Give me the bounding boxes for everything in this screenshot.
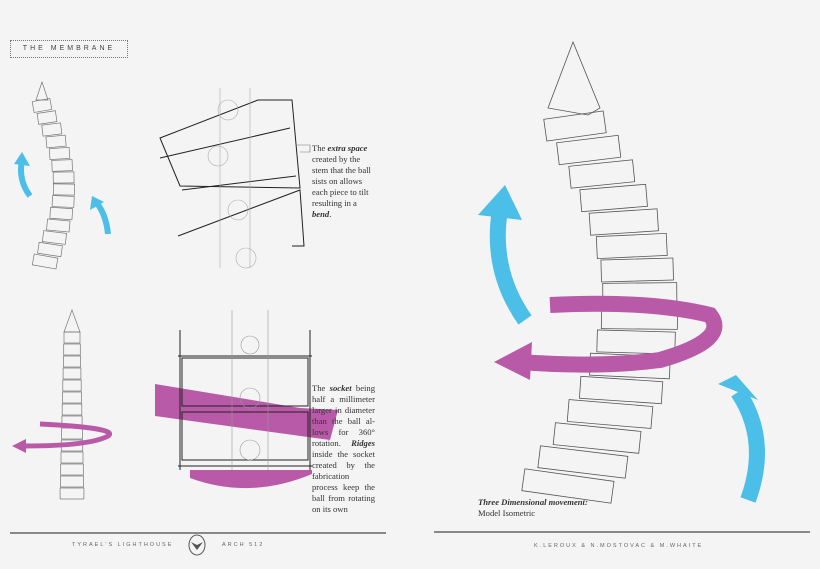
- spine-segment: [51, 195, 75, 208]
- spine-segment: [31, 253, 59, 270]
- spine-segment: [45, 134, 67, 149]
- spine-segment: [588, 208, 659, 236]
- spine-segment: [568, 159, 636, 189]
- spine-segment: [63, 331, 81, 344]
- spine-segment: [62, 379, 82, 392]
- spine-segment: [52, 183, 76, 196]
- spine-segment: [61, 403, 83, 416]
- isometric-caption-title: Three Dimensional movement:: [478, 497, 588, 507]
- spine-segment: [63, 343, 81, 356]
- owl-emblem-logo: [188, 534, 206, 556]
- tilt-detail-drawing: [159, 88, 311, 269]
- socket-caption: The socket being half a millimeter large…: [312, 383, 375, 514]
- spine-segment: [600, 257, 674, 283]
- spine-segment: [595, 232, 668, 260]
- spine-segment: [52, 171, 75, 184]
- socket-detail-drawing: [178, 310, 312, 470]
- cyan-arrow-right-up: [731, 387, 765, 503]
- spine-segment: [46, 218, 71, 233]
- isometric-spine-drawing: [521, 40, 678, 504]
- spine-segment: [36, 110, 58, 125]
- spine-segment: [41, 230, 67, 245]
- spine-segment: [579, 183, 648, 213]
- straight-spine-drawing: [59, 308, 85, 500]
- footer-authors: K.LEROUX & N.MOSTOVAC & M.WHAITE: [534, 543, 704, 549]
- spine-segment: [51, 159, 73, 172]
- bent-spine-drawing: [31, 80, 76, 270]
- spine-segment: [60, 463, 84, 476]
- spine-segment: [579, 375, 664, 405]
- footer-course: ARCH 512: [222, 542, 265, 548]
- footer-rule-right: [434, 531, 810, 533]
- spine-segment: [48, 146, 71, 161]
- isometric-caption: Three Dimensional movement: Model Isomet…: [478, 497, 588, 519]
- spine-segment: [41, 122, 63, 137]
- cyan-arrow-right: [93, 200, 111, 235]
- cyan-arrow-up: [489, 208, 532, 325]
- spine-segment: [60, 475, 84, 488]
- footer-rule-left: [10, 532, 386, 534]
- spine-segment: [49, 206, 74, 221]
- spine-segment: [63, 355, 81, 368]
- magenta-arrow-left: [23, 421, 112, 449]
- spine-segment: [556, 134, 622, 166]
- spine-segment: [62, 367, 82, 380]
- bend-caption: The extra space created by the stem that…: [312, 143, 371, 219]
- spine-segment: [596, 329, 676, 355]
- spine-segment: [543, 110, 607, 142]
- magenta-arrow-ring: [519, 295, 723, 373]
- spine-segment: [61, 427, 83, 440]
- spine-segment: [537, 445, 629, 479]
- spine-segment: [59, 487, 85, 500]
- spine-segment: [521, 468, 615, 504]
- spine-segment: [62, 391, 82, 404]
- section-title: THE MEMBRANE: [10, 40, 128, 58]
- isometric-caption-subtitle: Model Isometric: [478, 508, 536, 518]
- spine-segment: [566, 399, 654, 429]
- spine-segment: [60, 451, 84, 464]
- spine-segment: [31, 98, 53, 113]
- footer-project: TYRAEL'S LIGHTHOUSE: [72, 542, 174, 548]
- spine-segment: [552, 422, 642, 454]
- spine-segment: [37, 241, 63, 258]
